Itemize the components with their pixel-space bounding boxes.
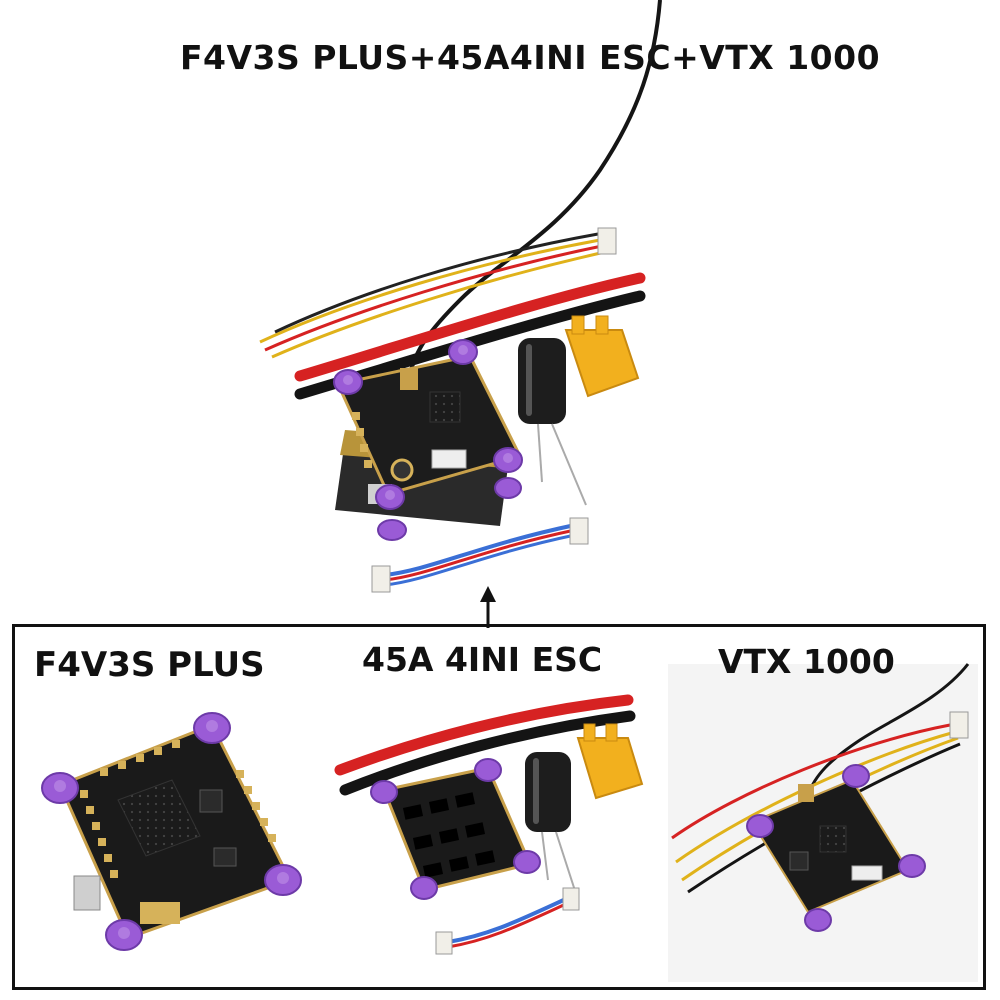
stack-cable: [384, 523, 576, 577]
esc-cable: [447, 896, 569, 944]
esc-label: 45A 4INI ESC: [362, 640, 603, 679]
vtx-antenna: [806, 663, 970, 796]
power-wire-red: [294, 272, 646, 382]
components-frame: [12, 624, 986, 990]
esc-wire-black: [339, 710, 636, 796]
signal-wire-yellow: [259, 238, 601, 344]
antenna-cable: [408, 0, 662, 376]
esc-wire-red: [334, 694, 634, 776]
xt60-connector: [564, 329, 640, 398]
standoff: [494, 477, 522, 499]
signal-wire-black: [274, 232, 599, 334]
signal-wire-yellow-2: [271, 250, 606, 359]
flight-controller-label: F4V3S PLUS: [34, 645, 265, 685]
esc-board-panel: [381, 766, 533, 892]
vtx-board: [750, 778, 910, 914]
arrow-up: [480, 586, 496, 602]
flight-controller-board: [57, 723, 293, 940]
vtx-label: VTX 1000: [718, 642, 895, 681]
page-title: F4V3S PLUS+45A4INI ESC+VTX 1000: [179, 38, 881, 77]
capacitor: [518, 338, 566, 424]
signal-wire-red: [264, 244, 603, 352]
standoff: [377, 519, 407, 541]
jst-connector: [597, 227, 617, 255]
